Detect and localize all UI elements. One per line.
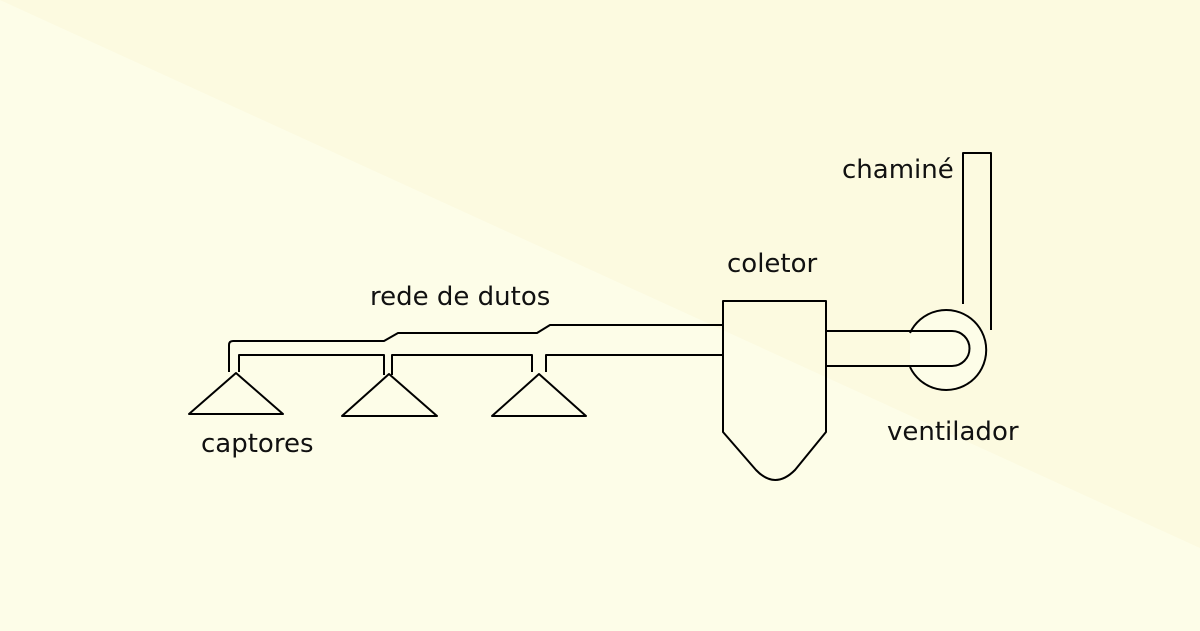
hood-3 <box>491 373 587 417</box>
hood-1 <box>188 372 284 415</box>
duct-branch-1 <box>238 354 385 375</box>
duct-network-label: rede de dutos <box>370 282 550 312</box>
fan-label: ventilador <box>887 417 1019 447</box>
chimney-label: chaminé <box>842 155 954 185</box>
fan-inlet-duct <box>826 330 971 367</box>
collector-vessel <box>722 300 827 481</box>
duct-network-lower-wall <box>545 354 723 372</box>
collector-label: coletor <box>727 249 818 279</box>
chimney-stack <box>962 152 992 330</box>
hood-2 <box>341 373 438 417</box>
fan-housing <box>909 309 988 391</box>
hoods-label: captores <box>201 429 314 459</box>
background-diagonal-band <box>0 0 1200 548</box>
duct-network-upper-wall <box>228 324 723 372</box>
duct-branch-2 <box>391 354 533 375</box>
